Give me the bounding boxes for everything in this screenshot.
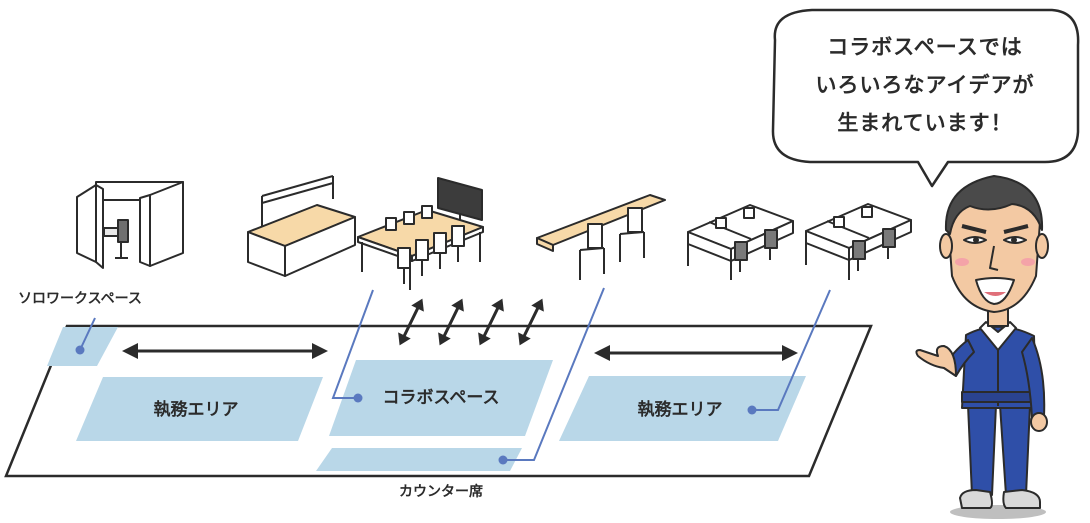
zone-collab xyxy=(329,360,553,436)
meeting-table-illustration xyxy=(357,177,484,290)
zone-office-right xyxy=(559,376,806,441)
speech-line-1: コラボスペースでは xyxy=(827,35,1022,59)
office-desks-right-illustration xyxy=(805,203,912,280)
speech-line-2: いろいろなアイデアが xyxy=(816,73,1035,97)
label-solo-workspace: ソロワークスペース xyxy=(18,291,142,307)
zone-office-left xyxy=(76,377,323,441)
diagonal-arrow-2 xyxy=(438,298,464,346)
leader-dots xyxy=(75,345,757,465)
zone-counter xyxy=(316,448,522,471)
double-arrow-right xyxy=(594,345,798,361)
diagonal-arrow-4 xyxy=(518,298,544,346)
label-counter-seats: カウンター席 xyxy=(399,483,483,500)
leader-counter xyxy=(503,287,605,461)
presenter-character xyxy=(915,175,1049,519)
office-desks-left-illustration xyxy=(687,204,794,280)
speech-bubble: コラボスペースでは いろいろなアイデアが 生まれています！ xyxy=(771,8,1080,188)
leader-collab xyxy=(331,289,374,399)
double-arrow-left xyxy=(122,343,328,359)
leader-lines xyxy=(79,287,831,461)
diagonal-arrow-1 xyxy=(398,298,424,346)
label-office-area-right: 執務エリア xyxy=(638,399,723,420)
counter-illustration xyxy=(536,194,666,280)
leader-solo xyxy=(79,317,96,351)
leader-office-right xyxy=(752,289,831,411)
speech-line-3: 生まれています！ xyxy=(837,111,1012,135)
label-office-area-left: 執務エリア xyxy=(154,399,239,420)
diagonal-arrows xyxy=(398,298,544,346)
collab-desk-illustration xyxy=(247,175,356,277)
label-collab-space: コラボスペース xyxy=(383,388,500,408)
solo-booth-illustration xyxy=(76,181,184,269)
diagonal-arrow-3 xyxy=(478,298,504,346)
